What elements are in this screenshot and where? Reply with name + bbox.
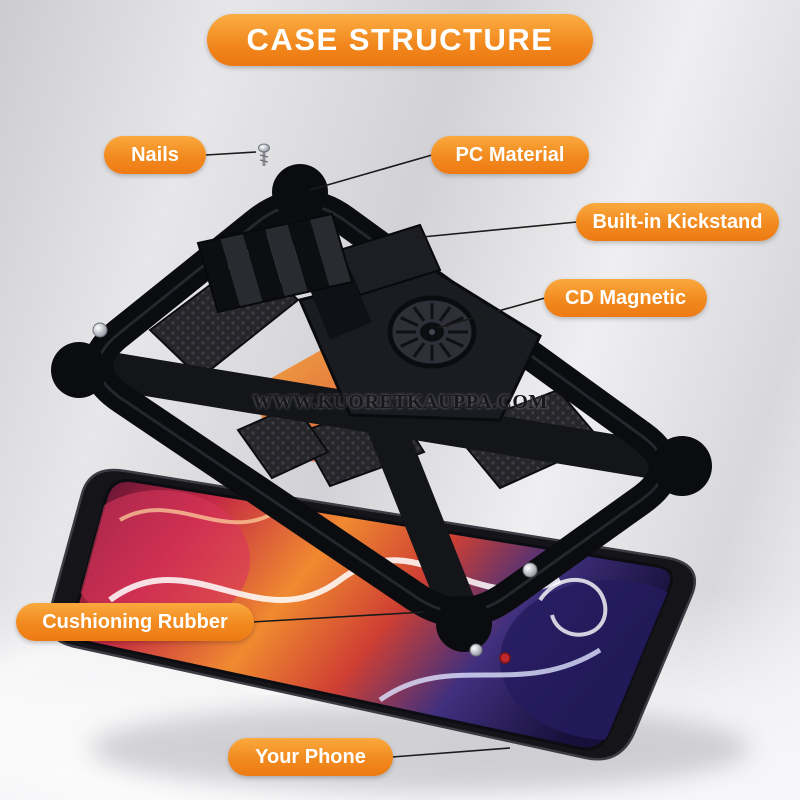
kickstand-accordion-icon <box>196 212 442 340</box>
callout-cushioning-rubber: Cushioning Rubber <box>16 603 254 641</box>
callout-pc-material: PC Material <box>431 136 589 174</box>
red-screw-icon <box>499 652 511 664</box>
case <box>51 164 712 664</box>
page-title: CASE STRUCTURE <box>207 14 593 66</box>
callout-your-phone: Your Phone <box>228 738 393 776</box>
watermark: WWW.KUORETKAUPPA.COM <box>252 391 548 413</box>
callout-cd-magnetic: CD Magnetic <box>544 279 707 317</box>
case-corner-bumpers <box>51 164 712 652</box>
screw-icon <box>92 322 538 657</box>
callout-built-in-kickstand: Built-in Kickstand <box>576 203 779 241</box>
screw-icon <box>258 143 270 166</box>
callout-nails: Nails <box>104 136 206 174</box>
cd-magnet-icon <box>387 295 477 369</box>
callout-leader-lines <box>205 151 578 758</box>
